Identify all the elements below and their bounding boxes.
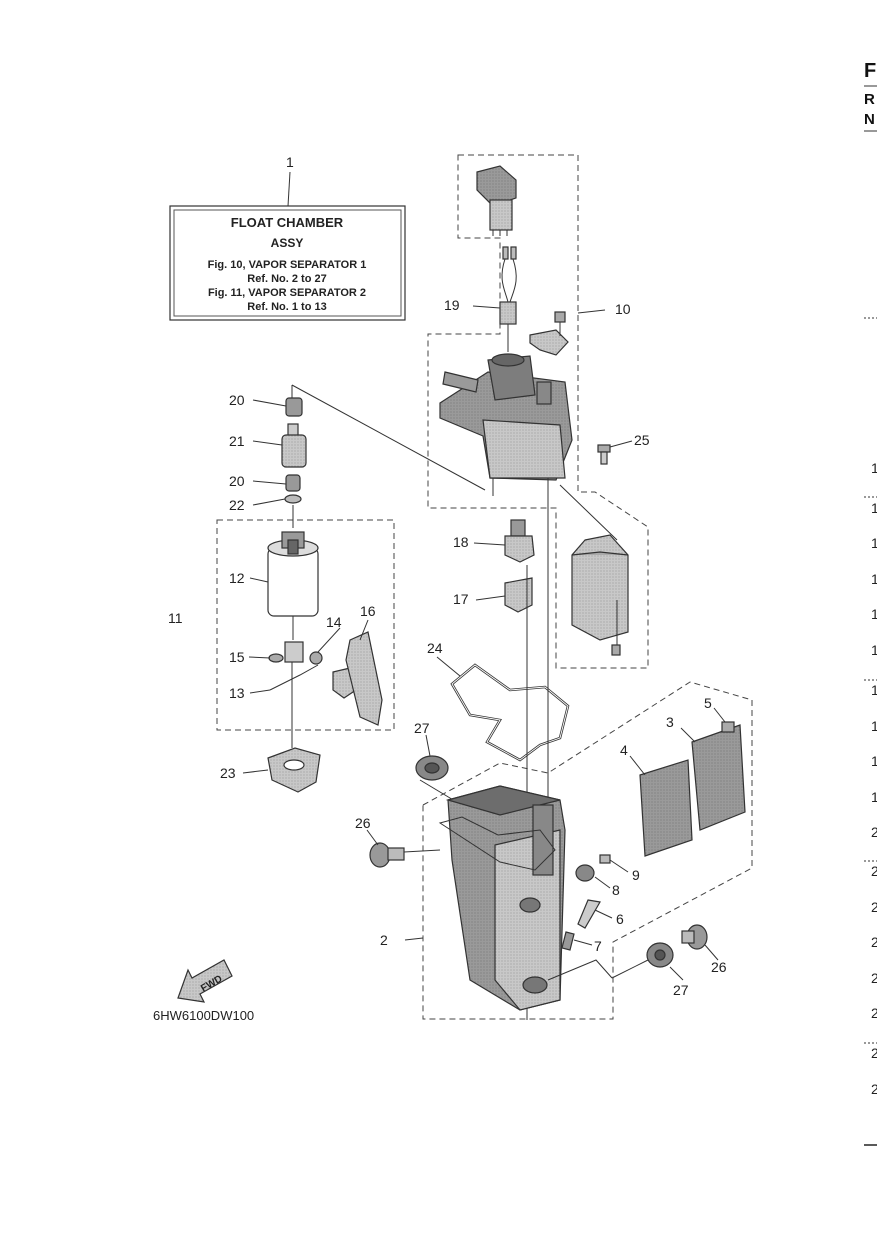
screw-9 xyxy=(599,854,629,873)
edge-num: 1 xyxy=(871,571,877,587)
fwd-arrow-icon: FWD xyxy=(177,959,233,1003)
harness-connector xyxy=(476,165,517,236)
bracket-23 xyxy=(242,747,321,793)
callout-26-left: 26 xyxy=(355,815,371,831)
callout-25: 25 xyxy=(634,432,650,448)
group-outlines xyxy=(216,154,753,1020)
edge-header-n: N xyxy=(864,111,875,128)
group-10-outline xyxy=(427,154,649,669)
callout-14: 14 xyxy=(326,614,342,630)
gasket-24 xyxy=(436,656,570,762)
edge-num: 2 xyxy=(871,863,877,879)
grommet-26-right xyxy=(681,924,719,961)
edge-num: 1 xyxy=(871,718,877,734)
callout-9: 9 xyxy=(632,867,640,883)
fuel-pump-12 xyxy=(249,531,319,640)
filter-stack xyxy=(252,397,307,528)
group-2-outline xyxy=(422,681,753,1020)
grommet-27-upper xyxy=(415,734,471,811)
pin-7 xyxy=(561,931,593,951)
callout-23: 23 xyxy=(220,765,236,781)
callout-20-lower: 20 xyxy=(229,473,245,489)
box-ref-fig10: Fig. 10, VAPOR SEPARATOR 1 xyxy=(208,259,367,271)
callout-20-upper: 20 xyxy=(229,392,245,408)
clamp-bracket xyxy=(529,309,606,356)
float-chamber-body xyxy=(404,785,566,1011)
callout-8: 8 xyxy=(612,882,620,898)
callout-3: 3 xyxy=(666,714,674,730)
part-18-valve xyxy=(473,519,535,563)
callout-27-lower: 27 xyxy=(673,982,689,998)
edge-num: 2 xyxy=(871,1081,877,1097)
edge-num: 1 xyxy=(871,682,877,698)
callout-24: 24 xyxy=(427,640,443,656)
edge-num: 1 xyxy=(871,460,877,476)
edge-num: 1 xyxy=(871,606,877,622)
grommet-27-lower xyxy=(547,942,684,981)
callout-27-upper: 27 xyxy=(414,720,430,736)
edge-num: 2 xyxy=(871,1005,877,1021)
part-17-clip xyxy=(475,577,533,613)
callout-5: 5 xyxy=(704,695,712,711)
callout-21: 21 xyxy=(229,433,245,449)
group-11-outline xyxy=(216,519,395,731)
callout-1: 1 xyxy=(286,154,294,170)
box-ref-fig10-range: Ref. No. 2 to 27 xyxy=(247,273,326,285)
edge-header-r: R xyxy=(864,91,875,108)
pin-6 xyxy=(577,899,613,929)
box-subtitle: ASSY xyxy=(271,236,304,250)
callout-7: 7 xyxy=(594,938,602,954)
edge-num: 1 xyxy=(871,535,877,551)
screw-25 xyxy=(597,440,633,465)
callout-labels: 2 3 4 5 6 7 8 9 10 11 12 13 14 15 16 17 … xyxy=(168,297,727,998)
callout-11: 11 xyxy=(168,610,183,626)
callout-6: 6 xyxy=(616,911,624,927)
callout-13: 13 xyxy=(229,685,245,701)
edge-num: 1 xyxy=(871,753,877,769)
callout-2: 2 xyxy=(380,932,388,948)
callout-12: 12 xyxy=(229,570,245,586)
edge-num: 1 xyxy=(871,642,877,658)
info-box: 1 FLOAT CHAMBER ASSY Fig. 10, VAPOR SEPA… xyxy=(169,154,406,321)
callout-16: 16 xyxy=(360,603,376,619)
box-title: FLOAT CHAMBER xyxy=(231,215,344,230)
grommet-26-left xyxy=(366,829,441,868)
callout-17: 17 xyxy=(453,591,469,607)
diagram-code: 6HW6100DW100 xyxy=(153,1008,254,1023)
callout-22: 22 xyxy=(229,497,245,513)
edge-num: 2 xyxy=(871,934,877,950)
wire-lead-19 xyxy=(472,246,517,352)
box-ref-fig11: Fig. 11, VAPOR SEPARATOR 2 xyxy=(208,287,366,299)
edge-num: 2 xyxy=(871,899,877,915)
callout-4: 4 xyxy=(620,742,628,758)
edge-num: 1 xyxy=(871,789,877,805)
edge-num: 2 xyxy=(871,970,877,986)
screw-5 xyxy=(713,707,735,733)
callout-18: 18 xyxy=(453,534,469,550)
vapor-separator-cover xyxy=(439,353,573,500)
edge-num: 2 xyxy=(871,1045,877,1061)
grommet-8 xyxy=(575,864,611,889)
box-ref-fig11-range: Ref. No. 1 to 13 xyxy=(247,301,326,313)
edge-num: 2 xyxy=(871,824,877,840)
pump-fittings xyxy=(248,619,383,748)
side-cover xyxy=(559,484,629,656)
edge-header-f: F xyxy=(864,60,876,82)
callout-10: 10 xyxy=(615,301,631,317)
edge-num: 1 xyxy=(871,500,877,516)
right-edge-table: F R N 1 1 1 1 1 1 1 1 1 1 2 2 2 2 2 2 2 … xyxy=(864,60,877,1146)
callout-19: 19 xyxy=(444,297,460,313)
callout-15: 15 xyxy=(229,649,245,665)
callout-26-right: 26 xyxy=(711,959,727,975)
plate-4 xyxy=(629,755,693,857)
